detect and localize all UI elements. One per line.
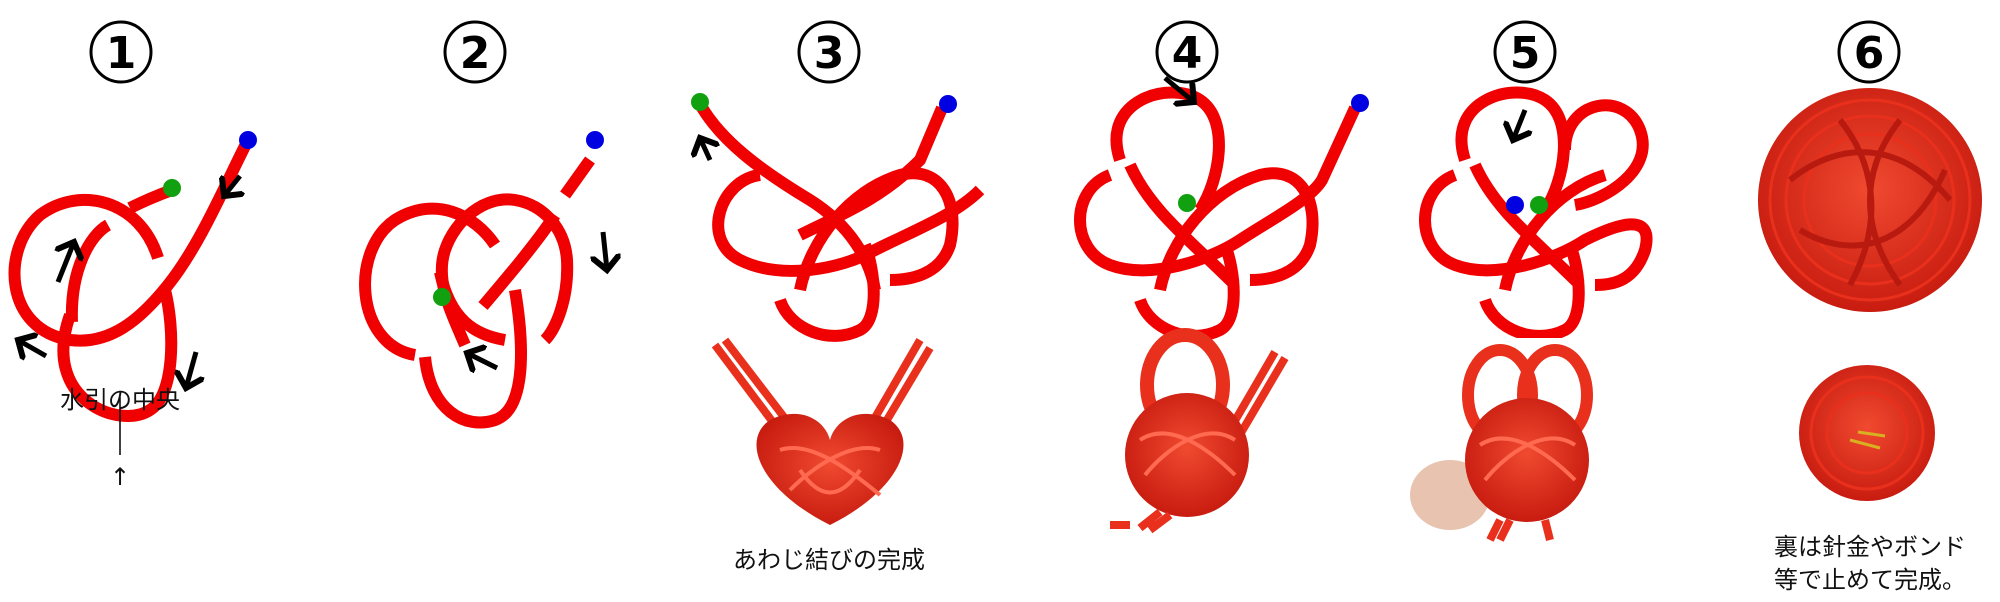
step-6-finished-knot-photo bbox=[1758, 88, 1982, 312]
blue-end-marker bbox=[939, 95, 957, 113]
green-end-marker bbox=[163, 179, 181, 197]
arrow-icon bbox=[467, 353, 499, 368]
arrow-icon bbox=[1513, 109, 1525, 140]
green-end-marker bbox=[1530, 196, 1548, 214]
step-5-header: 5 bbox=[1493, 20, 1557, 84]
step-2-header: 2 bbox=[443, 20, 507, 84]
step-number: 3 bbox=[814, 28, 845, 79]
wire-detail bbox=[1849, 430, 1886, 450]
blue-end-marker bbox=[1506, 196, 1524, 214]
step-1-diagram: ↑ 水引の中央 bbox=[8, 131, 257, 491]
step-number: 2 bbox=[460, 28, 491, 79]
step-3-header: 3 bbox=[797, 20, 861, 84]
caption-center-of-cord: 水引の中央 bbox=[60, 386, 180, 414]
step-2-diagram bbox=[359, 131, 607, 429]
blue-end-marker bbox=[586, 131, 604, 149]
step-4-header: 4 bbox=[1155, 20, 1219, 84]
center-pointer-arrow: ↑ bbox=[110, 463, 130, 491]
step-number: 1 bbox=[106, 28, 137, 79]
caption-finish-line1: 裏は針金やボンド bbox=[1774, 533, 1966, 561]
arrow-icon bbox=[18, 340, 48, 356]
arrow-icon bbox=[700, 138, 710, 162]
arrow-icon bbox=[224, 174, 240, 196]
caption-awaji-complete: あわじ結びの完成 bbox=[733, 546, 925, 574]
step-number: 4 bbox=[1172, 28, 1203, 79]
step-number: 5 bbox=[1510, 28, 1541, 79]
step-6-header: 6 bbox=[1837, 20, 1901, 84]
blue-end-marker bbox=[1351, 94, 1369, 112]
arrow-icon bbox=[1163, 76, 1194, 102]
arrow-icon bbox=[603, 231, 607, 270]
caption-finish-line2: 等で止めて完成。 bbox=[1774, 566, 1966, 594]
step-3-diagram bbox=[691, 93, 985, 342]
green-end-marker bbox=[1178, 194, 1196, 212]
step-4-diagram bbox=[1074, 76, 1369, 342]
step-3-awaji-knot-photo bbox=[711, 337, 934, 525]
arrow-icon bbox=[186, 351, 196, 388]
blue-end-marker bbox=[239, 131, 257, 149]
arrow-icon bbox=[58, 242, 74, 283]
step-4-knot-photo bbox=[1110, 328, 1289, 534]
step-5-diagram bbox=[1419, 86, 1653, 342]
step-number: 6 bbox=[1854, 28, 1885, 79]
step-5-knot-photo bbox=[1410, 338, 1625, 542]
step-1-header: 1 bbox=[89, 20, 153, 84]
green-end-marker bbox=[433, 288, 451, 306]
green-end-marker bbox=[691, 93, 709, 111]
step-6-back-side-photo bbox=[1799, 365, 1935, 501]
